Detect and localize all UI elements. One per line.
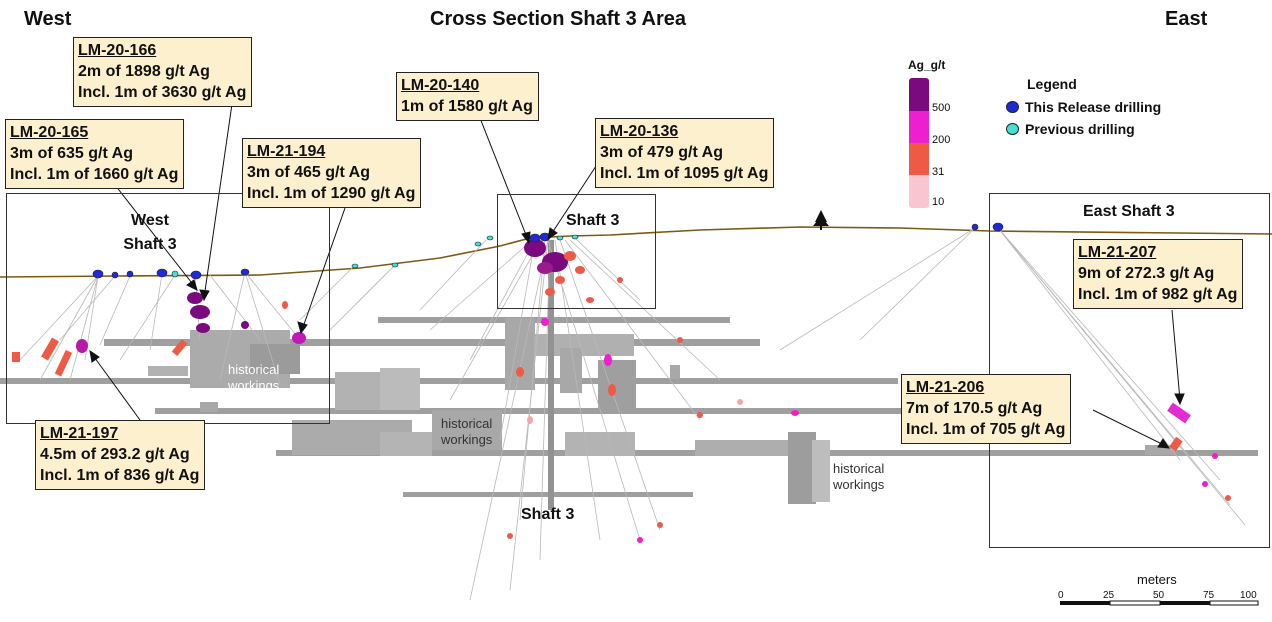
tree-icon [813, 210, 829, 230]
legend-item: This Release drilling [1006, 96, 1161, 118]
color-band-200 [909, 111, 929, 143]
scale-tick-label: 75 [1203, 590, 1215, 601]
collars [92, 222, 1004, 280]
this-release-dot-icon [1006, 101, 1019, 113]
east-shaft-label: East Shaft 3 [1083, 203, 1175, 220]
color-band-label: 500 [932, 102, 951, 114]
scale-tick-label: 100 [1240, 590, 1257, 601]
color-band-500 [909, 78, 929, 111]
legend: Legend This Release drilling Previous dr… [1006, 76, 1161, 140]
color-band-31 [909, 143, 929, 175]
color-band-label: 10 [932, 196, 945, 208]
shaft3-bottom-label: Shaft 3 [521, 506, 575, 523]
scale-bar-unit: meters [1137, 572, 1177, 587]
west-shaft-label: West Shaft 3 [123, 212, 177, 253]
legend-item: Previous drilling [1006, 118, 1161, 140]
scale-tick-label: 25 [1103, 590, 1115, 601]
color-band-label: 200 [932, 134, 951, 146]
drill-traces [19, 227, 1246, 601]
east-shaft-box [989, 193, 1270, 548]
legend-title: Legend [1027, 76, 1077, 92]
assay-intervals [12, 239, 1231, 543]
scale-tick-label: 50 [1153, 590, 1165, 601]
previous-drilling-dot-icon [1006, 123, 1019, 135]
section-title: Cross Section Shaft 3 Area [430, 8, 687, 30]
west-label: West [24, 8, 72, 30]
east-label: East [1165, 8, 1208, 30]
shaft3-top-label: Shaft 3 [566, 212, 620, 229]
color-band-label: 31 [932, 166, 945, 178]
color-scale: Ag_g/t 500 200 31 10 [908, 58, 978, 208]
scale-tick-label: 0 [1058, 590, 1064, 601]
scale-bar [1060, 600, 1259, 606]
historical-workings [0, 240, 1258, 510]
color-band-10 [909, 175, 929, 208]
color-scale-bar [909, 78, 929, 208]
callout-arrows [89, 103, 1185, 449]
color-scale-title: Ag_g/t [908, 58, 946, 72]
shaft3-box [497, 194, 656, 309]
